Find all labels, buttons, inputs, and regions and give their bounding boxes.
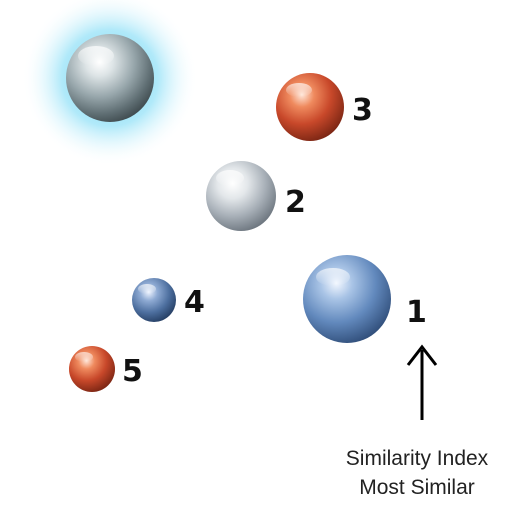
target-sphere-body [66,34,154,122]
sphere-3-label: 3 [352,93,373,128]
sphere-4-body [132,278,176,322]
sphere-2-shine [216,170,244,186]
up-arrow-icon [406,344,438,420]
sphere-3-shine [286,83,312,97]
sphere-3-body [276,73,344,141]
sphere-5-label: 5 [122,354,143,389]
target-sphere [22,0,198,166]
sphere-4-shine [138,284,156,294]
sphere-rank-3: 3 [276,73,373,141]
sphere-1-body [303,255,391,343]
sphere-5-shine [75,352,93,362]
sphere-rank-2: 2 [206,161,306,231]
caption-similarity-index: Similarity Index [346,447,489,470]
sphere-rank-5: 5 [69,346,143,392]
sphere-2-body [206,161,276,231]
sphere-4-label: 4 [184,285,205,320]
caption-most-similar: Most Similar [359,476,475,499]
sphere-5-body [69,346,115,392]
sphere-rank-4: 4 [132,278,205,322]
sphere-1-label: 1 [406,295,427,330]
sphere-1-shine [316,268,350,286]
sphere-2-label: 2 [285,185,306,220]
sphere-rank-1: 1 [303,255,427,343]
target-sphere-shine [78,46,114,66]
